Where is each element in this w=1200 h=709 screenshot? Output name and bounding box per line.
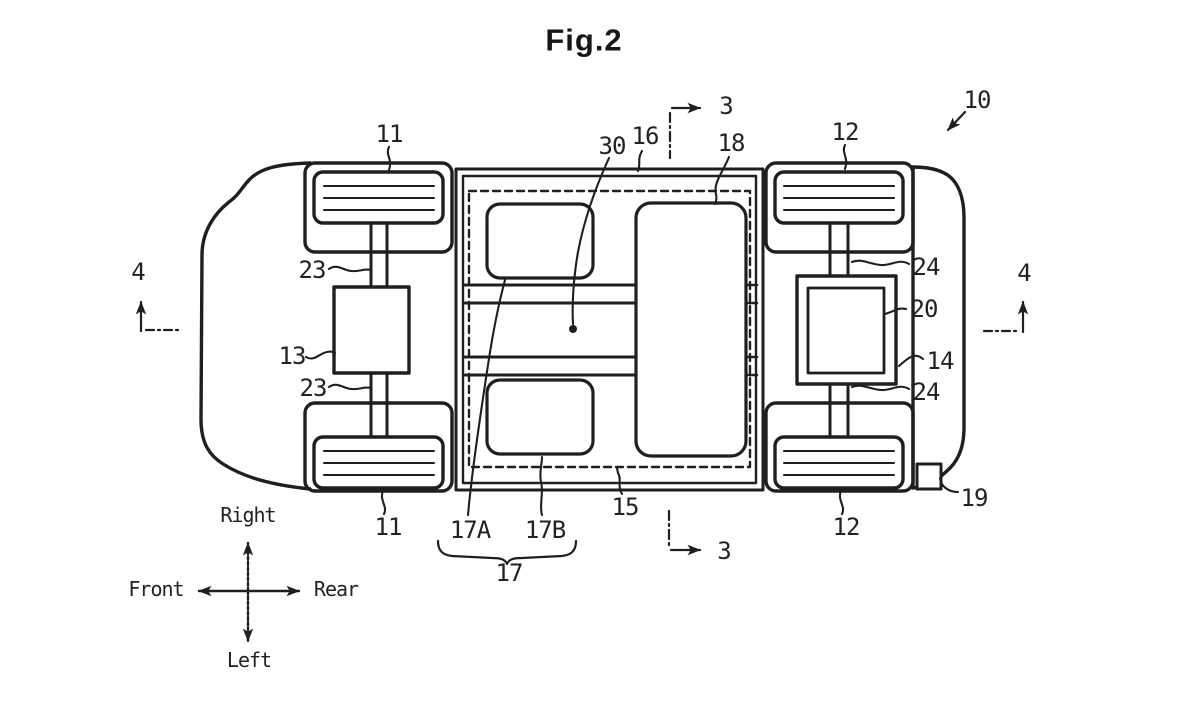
front-device-13-box xyxy=(332,285,411,375)
leader-14 xyxy=(897,354,925,368)
pack-dashed-boundary xyxy=(467,189,752,469)
figure-title: Fig.2 xyxy=(545,22,623,58)
connector-19-box xyxy=(915,462,943,491)
ref-label-18: 18 xyxy=(717,129,746,157)
leader-23-upper xyxy=(327,265,373,273)
leader-12-bottom xyxy=(838,488,845,516)
section-label-3-bottom: 3 xyxy=(717,537,731,565)
leader-23-lower xyxy=(327,383,373,391)
vehicle-rear-body-outline xyxy=(911,165,966,491)
compass-label-front: Front xyxy=(128,577,184,601)
leader-11-bottom xyxy=(380,488,387,516)
battery-module-17A xyxy=(485,202,595,280)
leader-30 xyxy=(571,156,611,326)
section-label-4-right: 4 xyxy=(1017,259,1031,287)
leader-24-lower xyxy=(850,384,911,392)
ref-label-10: 10 xyxy=(963,86,992,114)
ref-label-17A: 17A xyxy=(449,516,491,544)
battery-pack xyxy=(454,167,765,492)
ref-label-30: 30 xyxy=(598,132,627,160)
ref-label-24-lower: 24 xyxy=(912,378,941,406)
ref-label-12-top: 12 xyxy=(831,118,860,146)
ref-label-15: 15 xyxy=(611,493,640,521)
compass-label-right: Right xyxy=(220,503,276,527)
wheels xyxy=(312,170,905,490)
section-label-4-left: 4 xyxy=(131,258,145,286)
pack-inner-case xyxy=(461,174,758,485)
leader-lines xyxy=(304,143,960,517)
ref-label-11-top: 11 xyxy=(375,120,404,148)
ref-label-17: 17 xyxy=(495,559,524,587)
ref-label-19: 19 xyxy=(960,484,989,512)
brace-17 xyxy=(436,539,578,566)
section-markers xyxy=(135,102,1029,556)
ref-label-11-bottom: 11 xyxy=(374,513,403,541)
compass-arrows xyxy=(197,541,301,643)
leader-18 xyxy=(713,155,731,206)
ref-label-23-upper: 23 xyxy=(298,256,327,284)
leader-16 xyxy=(636,149,644,173)
compass-label-rear: Rear xyxy=(313,577,359,601)
leader-17B xyxy=(539,455,544,517)
pack-cross-members xyxy=(463,283,638,377)
leader-13 xyxy=(304,350,337,360)
leader-19 xyxy=(938,476,960,494)
battery-module-18 xyxy=(634,201,748,458)
ref-label-14: 14 xyxy=(926,347,955,375)
pack-outer-case xyxy=(454,167,765,492)
leader-17A xyxy=(466,278,507,517)
ref-label-24-upper: 24 xyxy=(912,253,941,281)
leader-15 xyxy=(615,466,624,496)
leader-12-top xyxy=(842,143,848,171)
ref-label-13: 13 xyxy=(278,342,307,370)
wheel-tread-lines xyxy=(323,185,895,476)
compass-label-left: Left xyxy=(226,648,272,672)
ref-label-16: 16 xyxy=(631,122,660,150)
leader-11-top xyxy=(386,145,392,172)
ref-label-20: 20 xyxy=(910,295,939,323)
leader-24-upper xyxy=(850,259,911,267)
rear-device-14-20-box xyxy=(795,274,898,386)
pack-cross-member-stubs xyxy=(745,283,759,377)
point-30-dot xyxy=(569,325,577,333)
battery-module-17B xyxy=(485,378,595,456)
ref-label-23-lower: 23 xyxy=(299,374,328,402)
axle-shafts xyxy=(369,221,850,439)
vehicle-front-body-outline xyxy=(199,161,312,491)
ref-10-arrow xyxy=(946,110,967,132)
ref-label-17B: 17B xyxy=(524,516,566,544)
section-label-3-top: 3 xyxy=(719,92,733,120)
ref-label-12-bottom: 12 xyxy=(832,513,861,541)
leader-20 xyxy=(883,307,908,316)
